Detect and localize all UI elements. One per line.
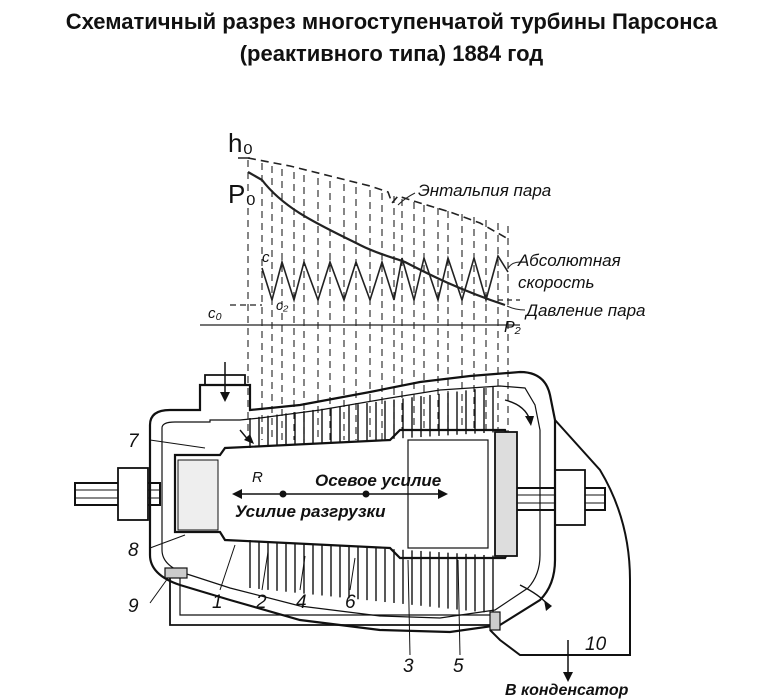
rotor-disk — [494, 431, 518, 557]
bypass-pipe — [169, 575, 495, 626]
enthalpy-label: Энтальпия пара — [418, 181, 551, 200]
velocity-zigzag — [261, 254, 509, 304]
unload-force-label: Усилие разгрузки — [235, 502, 386, 521]
part-8: 8 — [128, 540, 139, 561]
axial-force-label: Осевое усилие — [315, 471, 441, 490]
enthalpy-leader — [397, 192, 416, 206]
part-6: 6 — [345, 592, 356, 613]
title-line-1: Схематичный разрез многоступенчатой турб… — [65, 9, 718, 34]
blades-upper — [249, 386, 494, 448]
part-5: 5 — [453, 656, 464, 677]
abs-speed-label-1: Абсолютная — [517, 251, 621, 270]
part-4: 4 — [296, 592, 307, 613]
part-10: 10 — [585, 634, 607, 655]
c2-label: c₂ — [276, 297, 289, 313]
c0-label: c₀ — [208, 305, 222, 322]
part-2: 2 — [255, 592, 267, 613]
title-line-2: (реактивного типа) 1884 год — [239, 41, 544, 66]
enthalpy-curve — [247, 157, 511, 241]
r-label: R — [252, 469, 263, 486]
part-3: 3 — [403, 656, 414, 677]
blades-lower — [249, 540, 494, 614]
condenser-label: В конденсатор — [505, 682, 629, 699]
h0-label: h₀ — [228, 128, 253, 158]
abs-speed-label-2: скорость — [518, 273, 595, 292]
p2-label: P₂ — [504, 319, 521, 336]
bearing-left — [117, 467, 149, 521]
pressure-curve — [247, 171, 506, 307]
part-7: 7 — [128, 431, 140, 452]
diagram-title: Схематичный разрез многоступенчатой турб… — [0, 6, 783, 70]
part-1: 1 — [212, 592, 223, 613]
pressure-label: Давление пара — [524, 301, 645, 320]
part-9: 9 — [128, 596, 139, 617]
speed-leader — [507, 261, 521, 269]
c-mark-label: c — [262, 249, 270, 266]
p0-label: P₀ — [228, 179, 256, 209]
pressure-leader — [506, 305, 526, 311]
exhaust-casing — [554, 419, 631, 656]
outer-casing — [148, 370, 557, 634]
balance-piston — [177, 459, 219, 531]
bearing-right — [554, 469, 586, 526]
turbine-section — [74, 362, 631, 682]
